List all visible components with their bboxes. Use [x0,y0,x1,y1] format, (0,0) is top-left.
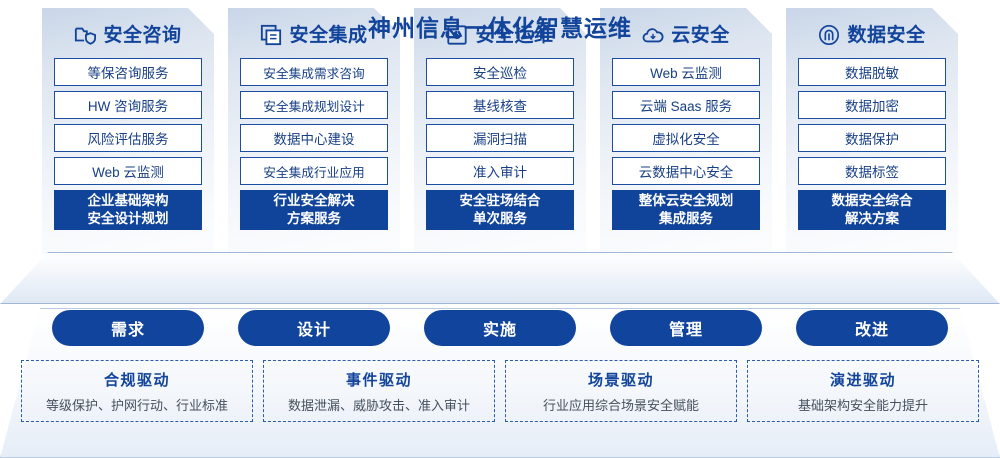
column-header: 安全咨询 [54,18,202,52]
cloud-download-icon [642,24,664,46]
service-item[interactable]: 安全集成需求咨询 [240,58,388,86]
service-item[interactable]: Web 云监测 [612,58,760,86]
service-item[interactable]: 漏洞扫描 [426,124,574,152]
folder-shield-icon [74,24,96,46]
lifecycle-pill-demand[interactable]: 需求 [52,310,204,346]
column-title: 云安全 [671,24,730,46]
service-item[interactable]: 云数据中心安全 [612,157,760,185]
column-summary-line1: 安全驻场结合 [459,192,541,208]
column-summary[interactable]: 整体云安全规划 集成服务 [612,190,760,230]
column-summary-line1: 整体云安全规划 [638,192,734,208]
column-summary[interactable]: 行业安全解决 方案服务 [240,190,388,230]
driver-title: 场景驱动 [587,371,654,389]
driver-title: 演进驱动 [829,371,896,389]
lifecycle-pill-implement[interactable]: 实施 [424,310,576,346]
service-item[interactable]: 虚拟化安全 [612,124,760,152]
driver-boxes: 合规驱动 等级保护、护网行动、行业标准 事件驱动 数据泄漏、威胁攻击、准入审计 … [0,360,1000,422]
driver-title: 事件驱动 [345,371,412,389]
column-title: 安全集成 [289,24,368,46]
column-summary-line1: 行业安全解决 [273,192,355,208]
capability-column-security-operations[interactable]: 安全运维 安全巡检 基线核查 漏洞扫描 准入审计 安全驻场结合 单次服务 [414,8,586,254]
capability-columns: 安全咨询 等保咨询服务 HW 咨询服务 风险评估服务 Web 云监测 企业基础架… [0,8,1000,256]
column-summary[interactable]: 安全驻场结合 单次服务 [426,190,574,230]
service-item[interactable]: 等保咨询服务 [54,58,202,86]
service-item[interactable]: 准入审计 [426,157,574,185]
capability-column-security-integration[interactable]: 安全集成 安全集成需求咨询 安全集成规划设计 数据中心建设 安全集成行业应用 行… [228,8,400,254]
column-header: 安全运维 [426,18,574,52]
service-item[interactable]: 数据中心建设 [240,124,388,152]
platform-banner [0,252,1000,304]
driver-box-scenario[interactable]: 场景驱动 行业应用综合场景安全赋能 [505,360,737,422]
column-summary-line2: 单次服务 [473,211,527,226]
column-title: 数据安全 [847,24,926,46]
fingerprint-icon [818,24,840,46]
platform-banner-label: 神州信息一体化智慧运维 [368,15,632,41]
service-item[interactable]: 安全巡检 [426,58,574,86]
lifecycle-pills: 需求 设计 实施 管理 改进 [0,310,1000,348]
column-summary-line2: 安全设计规划 [87,211,169,226]
driver-box-compliance[interactable]: 合规驱动 等级保护、护网行动、行业标准 [21,360,253,422]
service-item[interactable]: 数据加密 [798,91,946,119]
driver-box-evolution[interactable]: 演进驱动 基础架构安全能力提升 [747,360,979,422]
service-item[interactable]: 基线核查 [426,91,574,119]
driver-subtitle: 基础架构安全能力提升 [797,397,928,413]
service-item[interactable]: Web 云监测 [54,157,202,185]
service-item[interactable]: 云端 Saas 服务 [612,91,760,119]
driver-box-incident[interactable]: 事件驱动 数据泄漏、威胁攻击、准入审计 [263,360,495,422]
service-item[interactable]: 安全集成规划设计 [240,91,388,119]
service-item[interactable]: 安全集成行业应用 [240,157,388,185]
lifecycle-pill-improve[interactable]: 改进 [796,310,948,346]
capability-column-cloud-security[interactable]: 云安全 Web 云监测 云端 Saas 服务 虚拟化安全 云数据中心安全 整体云… [600,8,772,254]
capability-column-security-consulting[interactable]: 安全咨询 等保咨询服务 HW 咨询服务 风险评估服务 Web 云监测 企业基础架… [42,8,214,254]
column-header: 安全集成 [240,18,388,52]
service-item[interactable]: 数据标签 [798,157,946,185]
service-item[interactable]: 数据脱敏 [798,58,946,86]
column-title: 安全运维 [475,24,554,46]
service-item[interactable]: 风险评估服务 [54,124,202,152]
service-item[interactable]: 数据保护 [798,124,946,152]
column-title: 安全咨询 [103,24,182,46]
column-summary-line2: 方案服务 [287,211,341,226]
lifecycle-pill-design[interactable]: 设计 [238,310,390,346]
column-header: 云安全 [612,18,760,52]
driver-title: 合规驱动 [103,371,170,389]
column-header: 数据安全 [798,18,946,52]
column-summary-line2: 解决方案 [845,211,899,226]
platform-banner-label-wrap: 神州信息一体化智慧运维 [0,0,1000,52]
column-summary-line1: 数据安全综合 [831,192,913,208]
driver-subtitle: 行业应用综合场景安全赋能 [542,397,699,413]
lifecycle-pill-manage[interactable]: 管理 [610,310,762,346]
capability-column-data-security[interactable]: 数据安全 数据脱敏 数据加密 数据保护 数据标签 数据安全综合 解决方案 [786,8,958,254]
column-summary-line2: 集成服务 [659,211,713,226]
column-summary[interactable]: 企业基础架构 安全设计规划 [54,190,202,230]
pie-chart-square-icon [446,24,468,46]
driver-subtitle: 等级保护、护网行动、行业标准 [45,397,228,413]
column-summary-line1: 企业基础架构 [87,192,169,208]
service-item[interactable]: HW 咨询服务 [54,91,202,119]
driver-subtitle: 数据泄漏、威胁攻击、准入审计 [287,397,470,413]
column-summary[interactable]: 数据安全综合 解决方案 [798,190,946,230]
stacked-documents-icon [260,24,282,46]
